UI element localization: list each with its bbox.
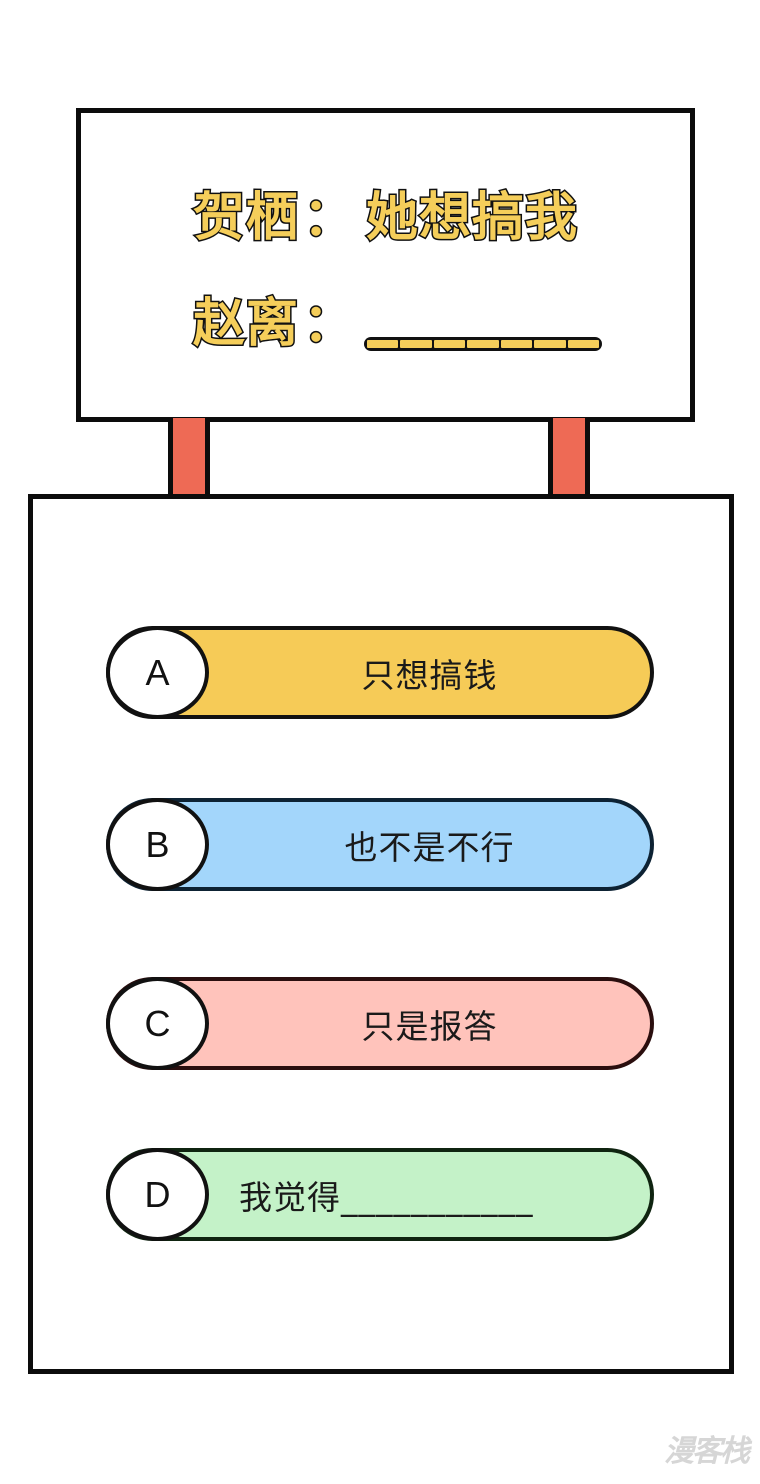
answer-blank xyxy=(364,337,602,351)
sign-post-left xyxy=(168,418,210,498)
option-label: 我觉得___________ xyxy=(239,1177,534,1217)
question-line-2: 赵离： xyxy=(191,281,366,356)
option-letter-badge: A xyxy=(106,626,209,719)
option-letter-badge: D xyxy=(106,1148,209,1241)
colon: ： xyxy=(302,293,357,356)
speaker-name: 赵离 xyxy=(191,293,300,356)
question-sign: 贺栖：她想搞我 赵离： xyxy=(76,108,695,422)
option-label: 也不是不行 xyxy=(344,827,515,867)
quote-text: 她想搞我 xyxy=(365,187,579,250)
option-letter-badge: B xyxy=(106,798,209,891)
option-label: 只想搞钱 xyxy=(361,655,498,695)
colon: ： xyxy=(302,187,357,250)
option-a[interactable]: A 只想搞钱 xyxy=(106,626,654,719)
speaker-name: 贺栖 xyxy=(191,187,300,250)
option-c[interactable]: C 只是报答 xyxy=(106,977,654,1070)
option-letter-badge: C xyxy=(106,977,209,1070)
question-line-1: 贺栖：她想搞我 xyxy=(191,175,579,250)
sign-post-right xyxy=(548,418,590,498)
watermark-logo: 漫客栈 xyxy=(664,1434,750,1469)
option-d[interactable]: D 我觉得___________ xyxy=(106,1148,654,1241)
option-label: 只是报答 xyxy=(361,1006,498,1046)
option-b[interactable]: B 也不是不行 xyxy=(106,798,654,891)
